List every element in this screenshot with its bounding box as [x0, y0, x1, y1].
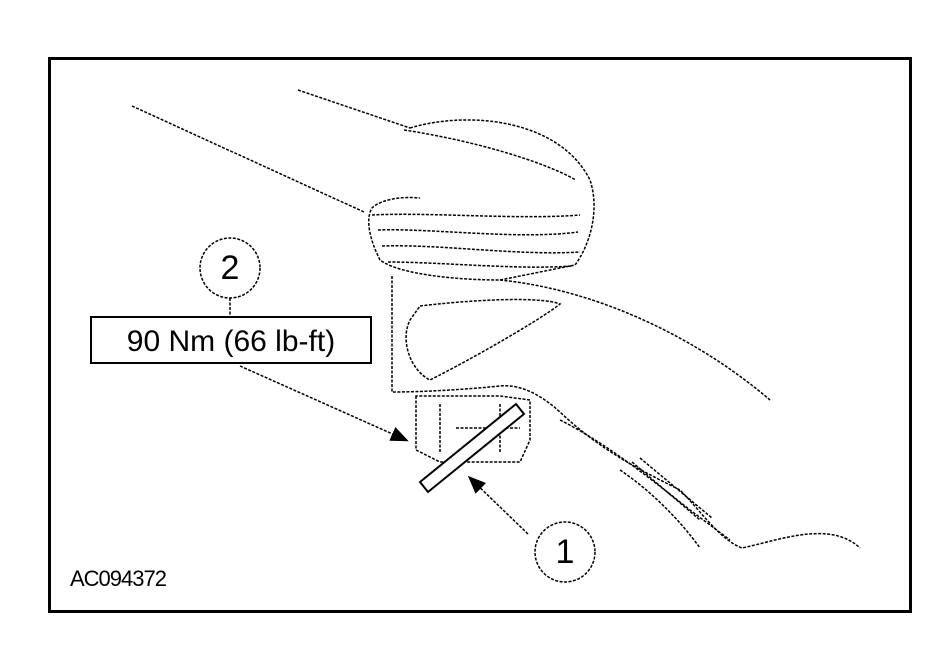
callout-1-circle	[534, 521, 596, 583]
bracket	[415, 395, 531, 463]
figure-frame	[48, 57, 912, 613]
torque-spec-label: 90 Nm (66 lb-ft)	[90, 316, 372, 364]
pinch-bolt	[418, 402, 526, 494]
knuckle-outline	[391, 276, 861, 549]
arm-upper	[559, 419, 731, 541]
strut-upper-line	[131, 105, 365, 213]
knuckle-window	[405, 298, 562, 381]
callout-1-leader	[467, 475, 529, 535]
spring-boot-outline	[368, 119, 595, 281]
strut-lower-line	[297, 89, 411, 129]
callout-1-number: 1	[555, 533, 575, 571]
figure-id-label: AC094372	[70, 566, 167, 591]
torque-leader	[239, 365, 409, 442]
callout-2-number: 2	[220, 249, 240, 287]
arm-lower	[619, 469, 701, 549]
